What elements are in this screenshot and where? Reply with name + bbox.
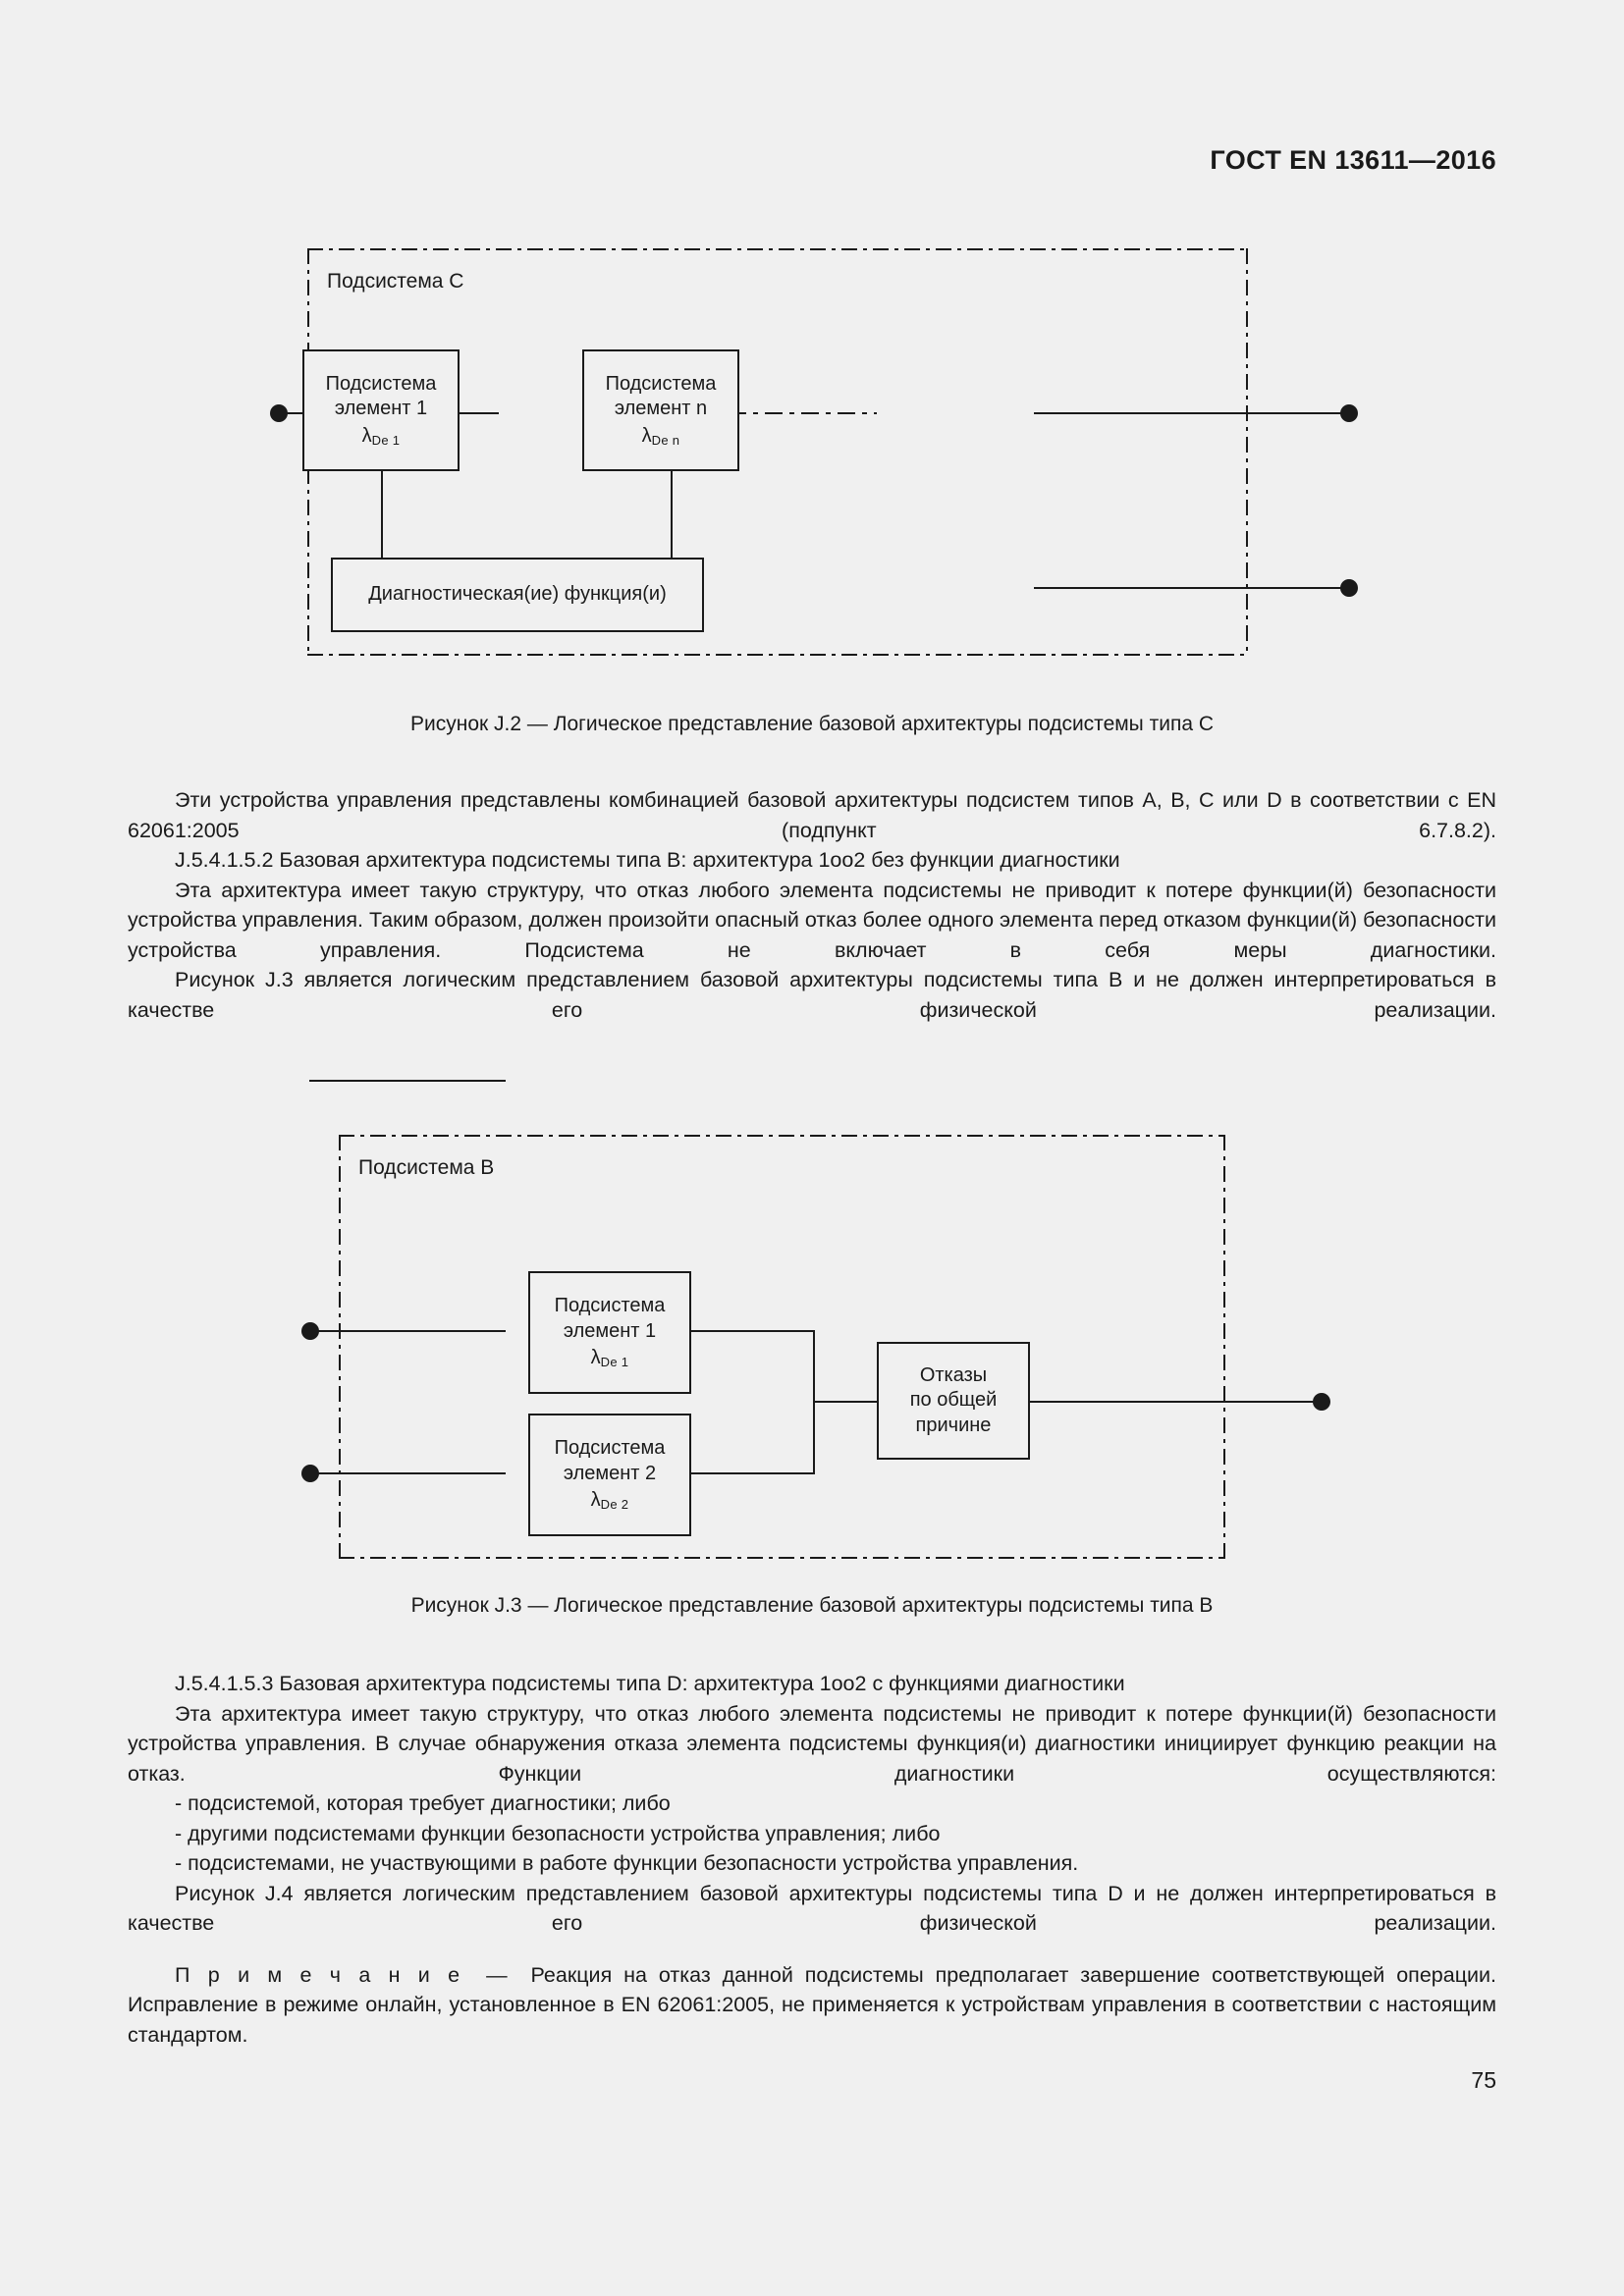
figure-j2-node-element-1: Подсистема элемент 1 λDe 1 xyxy=(302,349,460,471)
note-dash: — xyxy=(486,1962,508,1987)
figure-j2-node-diagnostic-function: Диагностическая(ие) функция(и) xyxy=(331,558,704,632)
node-line-2: по общей xyxy=(909,1389,998,1412)
bullet-item-1: - подсистемой, которая требует диагности… xyxy=(175,1791,671,1815)
node-line-1: Отказы xyxy=(919,1363,988,1386)
figure-j2-element1-to-diagnostic-wire xyxy=(381,471,383,560)
note-text: Реакция на отказ данной подсистемы предп… xyxy=(128,1962,1497,2047)
paragraph-type-b-description: Эта архитектура имеет такую структуру, ч… xyxy=(128,878,1496,962)
figure-j2-output-wire xyxy=(1034,412,1348,414)
figure-j2-diagnostic-output-wire xyxy=(1034,587,1348,589)
node-line-1: Подсистема xyxy=(605,372,717,395)
bullet-item-3: - подсистемами, не участвующими в работе… xyxy=(175,1851,1079,1875)
figure-j2-node-element-n: Подсистема элемент n λDe n xyxy=(582,349,739,471)
figure-j2-caption: Рисунок J.2 — Логическое представление б… xyxy=(409,713,1215,735)
heading-j5415 3: J.5.4.1.5.3 Базовая архитектура подсисте… xyxy=(175,1672,1125,1695)
figure-j3-input-terminal-1 xyxy=(301,1322,319,1340)
node-lambda: λDe 2 xyxy=(590,1489,629,1513)
node-line-2: элемент 1 xyxy=(563,1319,657,1342)
node-line-2: элемент 1 xyxy=(334,398,428,420)
figure-j3-caption: Рисунок J.3 — Логическое представление б… xyxy=(410,1594,1214,1617)
figure-j3-subsystem-label: Подсистема В xyxy=(358,1156,495,1179)
figure-j3-input-wire-top xyxy=(309,1330,506,1332)
figure-j3-ccf-output-wire xyxy=(1030,1401,1321,1403)
body-text-lower: J.5.4.1.5.3 Базовая архитектура подсисте… xyxy=(128,1669,1496,2050)
bullet-item-2: - другими подсистемами функции безопасно… xyxy=(175,1821,941,1845)
node-lambda: λDe n xyxy=(641,424,680,448)
figure-j2-output-terminal xyxy=(1340,404,1358,422)
heading-j5415 2: J.5.4.1.5.2 Базовая архитектура подсисте… xyxy=(175,848,1120,872)
figure-j3-input-wire-1 xyxy=(309,1080,506,1082)
paragraph-type-d-description: Эта архитектура имеет такую структуру, ч… xyxy=(128,1701,1496,1786)
node-line-1: Подсистема xyxy=(554,1437,666,1460)
figure-j3-element2-out-wire xyxy=(690,1472,815,1474)
node-line-3: причине xyxy=(915,1414,992,1436)
note-paragraph: П р и м е ч а н и е — Реакция на отказ д… xyxy=(128,1960,1496,2051)
figure-j3-element1-out-wire xyxy=(690,1330,815,1332)
node-line-2: элемент 2 xyxy=(563,1462,657,1484)
figure-j3-merge-to-ccf-wire xyxy=(813,1401,878,1403)
figure-j2-subsystem-label: Подсистема С xyxy=(327,270,464,293)
paragraph-figure-j3-reference: Рисунок J.3 является логическим представ… xyxy=(128,968,1496,1022)
paragraph-figure-j4-reference: Рисунок J.4 является логическим представ… xyxy=(128,1881,1496,1936)
figure-j2: Подсистема С Подсистема элемент 1 λDe 1 … xyxy=(0,0,1624,746)
paragraph-combination-of-architectures: Эти устройства управления представлены к… xyxy=(128,788,1496,842)
body-text-upper: Эти устройства управления представлены к… xyxy=(128,785,1496,1025)
note-label: П р и м е ч а н и е xyxy=(175,1962,463,1987)
figure-j3: Подсистема В Подсистема элемент 1 λDe 1 … xyxy=(0,1080,1624,1649)
paragraph-spacer xyxy=(128,1939,1496,1960)
node-line-1: Диагностическая(ие) функция(и) xyxy=(368,583,667,606)
node-lambda: λDe 1 xyxy=(590,1347,629,1370)
page-number: 75 xyxy=(1471,2067,1496,2093)
document-header-standard-number: ГОСТ EN 13611—2016 xyxy=(1210,145,1496,175)
figure-j3-node-common-cause-failures: Отказы по общей причине xyxy=(877,1342,1030,1460)
node-line-1: Подсистема xyxy=(325,372,437,395)
figure-j2-elementn-to-diagnostic-wire xyxy=(671,471,673,560)
figure-j3-node-element-1: Подсистема элемент 1 λDe 1 xyxy=(528,1271,691,1394)
figure-j3-node-element-2: Подсистема элемент 2 λDe 2 xyxy=(528,1414,691,1536)
figure-j2-interelement-wire xyxy=(656,412,877,414)
figure-j2-input-terminal xyxy=(270,404,288,422)
figure-j3-input-wire-bottom xyxy=(309,1472,506,1474)
node-line-1: Подсистема xyxy=(554,1295,666,1317)
figure-j2-diagnostic-output-terminal xyxy=(1340,579,1358,597)
node-lambda: λDe 1 xyxy=(361,424,401,448)
figure-j3-input-terminal-2 xyxy=(301,1465,319,1482)
figure-j3-output-terminal xyxy=(1313,1393,1330,1411)
figure-j3-subsystem-boundary xyxy=(339,1135,1225,1559)
node-line-2: элемент n xyxy=(614,398,708,420)
